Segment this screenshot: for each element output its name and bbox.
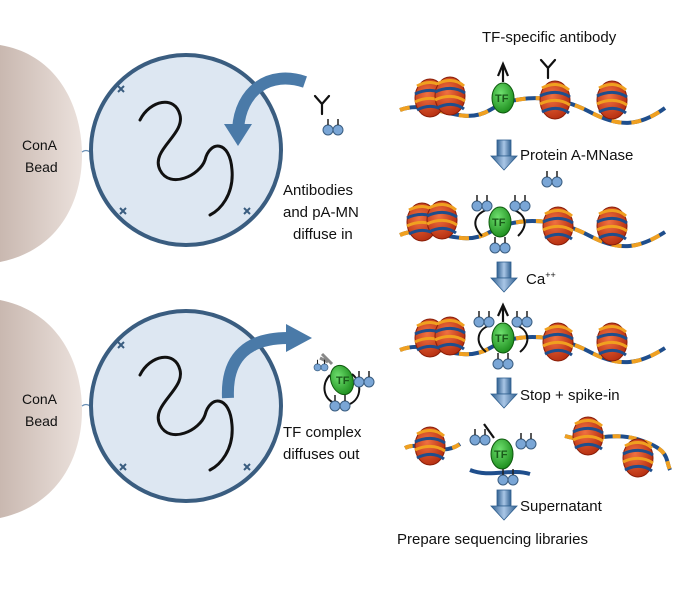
chromatin-row-2: TF <box>399 194 667 254</box>
step-arrow-3-icon <box>490 377 518 409</box>
cona-bead-bottom <box>0 300 82 518</box>
label-tf-antibody: TF-specific antibody <box>482 29 617 46</box>
step-arrow-1-icon <box>490 139 518 171</box>
step-arrow-2-icon <box>490 261 518 293</box>
nucleus-top <box>89 53 283 247</box>
pa-mnase-step-icon <box>541 170 563 188</box>
tf-complex-icon: TF <box>313 352 375 412</box>
caption-top-line2: and pA-MN <box>283 204 359 221</box>
label-protein-a: Protein A-MNase <box>520 147 633 164</box>
svg-text:TF: TF <box>492 217 506 229</box>
free-antibody-icon <box>539 58 557 80</box>
left-top-panel: ConA Bead Antibodies and pA-MN diffuse i… <box>0 45 359 262</box>
caption-top-line3: diffuse in <box>293 226 353 243</box>
arrow-head-icon <box>224 124 252 146</box>
caption-bottom-line2: diffuses out <box>283 446 360 463</box>
chromatin-squiggle-bottom <box>138 355 234 472</box>
diffuse-in-arrow-icon <box>232 72 307 131</box>
svg-text:TF: TF <box>495 333 509 345</box>
bead-label-line2: Bead <box>25 159 58 175</box>
label-ca: Ca++ <box>526 270 556 288</box>
caption-top-line1: Antibodies <box>283 182 353 199</box>
chromatin-squiggle-top <box>138 100 234 217</box>
chromatin-row-3: TF <box>399 302 667 370</box>
antibody-icon <box>313 94 331 116</box>
svg-text:TF: TF <box>495 93 509 105</box>
label-prepare: Prepare sequencing libraries <box>397 531 588 548</box>
svg-text:TF: TF <box>336 375 350 387</box>
right-steps-panel: TF-specific antibody TF Protein A-MNase <box>397 29 672 548</box>
arrow-head-icon <box>286 324 312 352</box>
bead-label-bottom-line1: ConA <box>22 391 58 407</box>
chromatin-row-4: TF <box>404 415 672 486</box>
bead-label-bottom-line2: Bead <box>25 413 58 429</box>
label-stop: Stop + spike-in <box>520 387 620 404</box>
left-bottom-panel: ConA Bead TF TF complex diffuses out <box>0 300 375 518</box>
bead-label-line1: ConA <box>22 137 58 153</box>
chromatin-row-1: TF <box>399 61 667 125</box>
diffuse-out-arrow-icon <box>221 332 289 399</box>
label-supernatant: Supernatant <box>520 498 603 515</box>
cona-bead-top <box>0 45 82 262</box>
svg-text:TF: TF <box>494 449 508 461</box>
pa-mnase-icon <box>322 118 344 136</box>
caption-bottom-line1: TF complex <box>283 424 362 441</box>
step-arrow-4-icon <box>490 489 518 521</box>
